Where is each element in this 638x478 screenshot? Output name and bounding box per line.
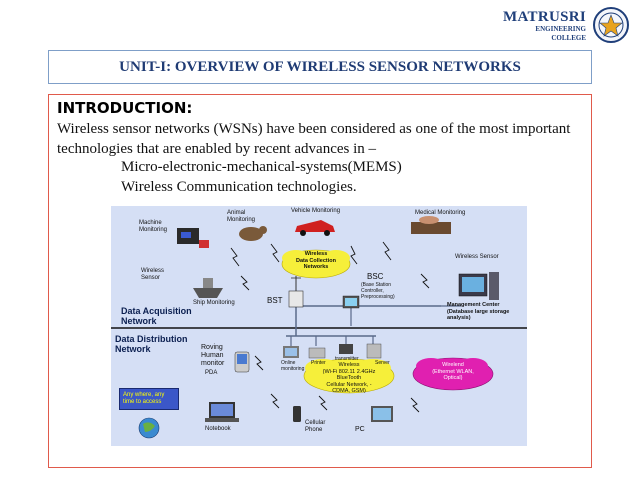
college-seal-icon xyxy=(593,7,629,43)
label-data-acquisition-network: Data Acquisition Network xyxy=(121,306,192,326)
logo-text-block: MATRUSRI ENGINEERING COLLEGE xyxy=(500,9,586,43)
label-pc: PC xyxy=(355,426,365,433)
label-bsc: BSC xyxy=(367,272,384,281)
pda-icon xyxy=(234,351,250,373)
label-online-monitoring: Online monitoring xyxy=(281,360,305,372)
label-bst: BST xyxy=(267,296,283,305)
online-monitor-icon xyxy=(283,346,299,358)
label-pda: PDA xyxy=(205,370,218,376)
label-management-center: Management Center (Database large storag… xyxy=(447,302,510,321)
animal-icon xyxy=(239,226,267,241)
bsc-computer-icon xyxy=(342,295,360,309)
label-wirelend-cloud: Wirelend (Ethernet WLAN, Optical) xyxy=(432,362,474,381)
slide-title: UNIT-I: OVERVIEW OF WIRELESS SENSOR NETW… xyxy=(119,58,521,75)
bullet-mems: Micro-electronic-mechanical-systems(MEMS… xyxy=(121,159,402,175)
content-box: INTRODUCTION: Wireless sensor networks (… xyxy=(48,94,592,468)
pc-icon xyxy=(371,406,393,422)
label-transmitter: transmitter xyxy=(335,356,359,362)
logo-name: MATRUSRI xyxy=(503,9,586,25)
notebook-icon xyxy=(205,402,239,422)
section-heading: INTRODUCTION: xyxy=(57,99,193,117)
machine-icon xyxy=(177,228,209,248)
medical-icon xyxy=(411,216,451,234)
vehicle-icon xyxy=(295,220,335,236)
diagram-graphics xyxy=(111,216,527,439)
transmitter-icon xyxy=(339,344,353,354)
ship-icon xyxy=(193,278,223,298)
label-printer: Printer xyxy=(311,360,326,366)
label-bsc-desc: (Base Station Controller, Preprocessing) xyxy=(361,282,395,300)
cellphone-icon xyxy=(293,406,301,422)
slide-title-box: UNIT-I: OVERVIEW OF WIRELESS SENSOR NETW… xyxy=(48,50,592,84)
bst-tower-icon xyxy=(288,276,304,308)
label-cellular-phone: Cellular Phone xyxy=(305,420,326,433)
label-data-distribution-network: Data Distribution Network xyxy=(115,334,188,354)
access-box: Any where, any time to access xyxy=(119,388,179,410)
bullet-wireless: Wireless Communication technologies. xyxy=(121,179,357,195)
label-roving-human: Roving Human monitor xyxy=(201,344,225,367)
label-server: Server xyxy=(375,360,390,366)
management-computer-icon xyxy=(458,272,499,300)
label-wireless-cloud: Wireless (Wi-Fi 802.11 2.4GHz BlueTooth … xyxy=(322,362,376,394)
logo-subtitle: ENGINEERING COLLEGE xyxy=(535,25,586,42)
label-animal-monitoring: Animal Monitoring xyxy=(227,210,256,223)
label-wireless-sensor-right: Wireless Sensor xyxy=(455,254,499,260)
wireless-signal-icons xyxy=(230,241,430,413)
label-ship-monitoring: Ship Monitoring xyxy=(193,300,235,306)
globe-icon xyxy=(138,417,160,439)
intro-paragraph: Wireless sensor networks (WSNs) have bee… xyxy=(57,121,571,157)
label-machine-monitoring: Machine Monitoring xyxy=(139,220,168,233)
server-icon xyxy=(366,343,382,359)
printer-icon xyxy=(308,347,326,359)
wsn-architecture-diagram: Machine Monitoring Animal Monitoring Veh… xyxy=(111,206,527,446)
college-logo: MATRUSRI ENGINEERING COLLEGE xyxy=(500,6,630,43)
label-medical-monitoring: Medical Monitoring xyxy=(415,210,466,216)
label-vehicle-monitoring: Vehicle Monitoring xyxy=(291,208,341,214)
label-any-where: Any where, any time to access xyxy=(123,392,165,405)
label-wireless-sensor-left: Wireless Sensor xyxy=(141,268,165,281)
label-data-collection: Wireless Data Collection Networks xyxy=(295,251,337,270)
label-notebook: Notebook xyxy=(205,426,231,432)
